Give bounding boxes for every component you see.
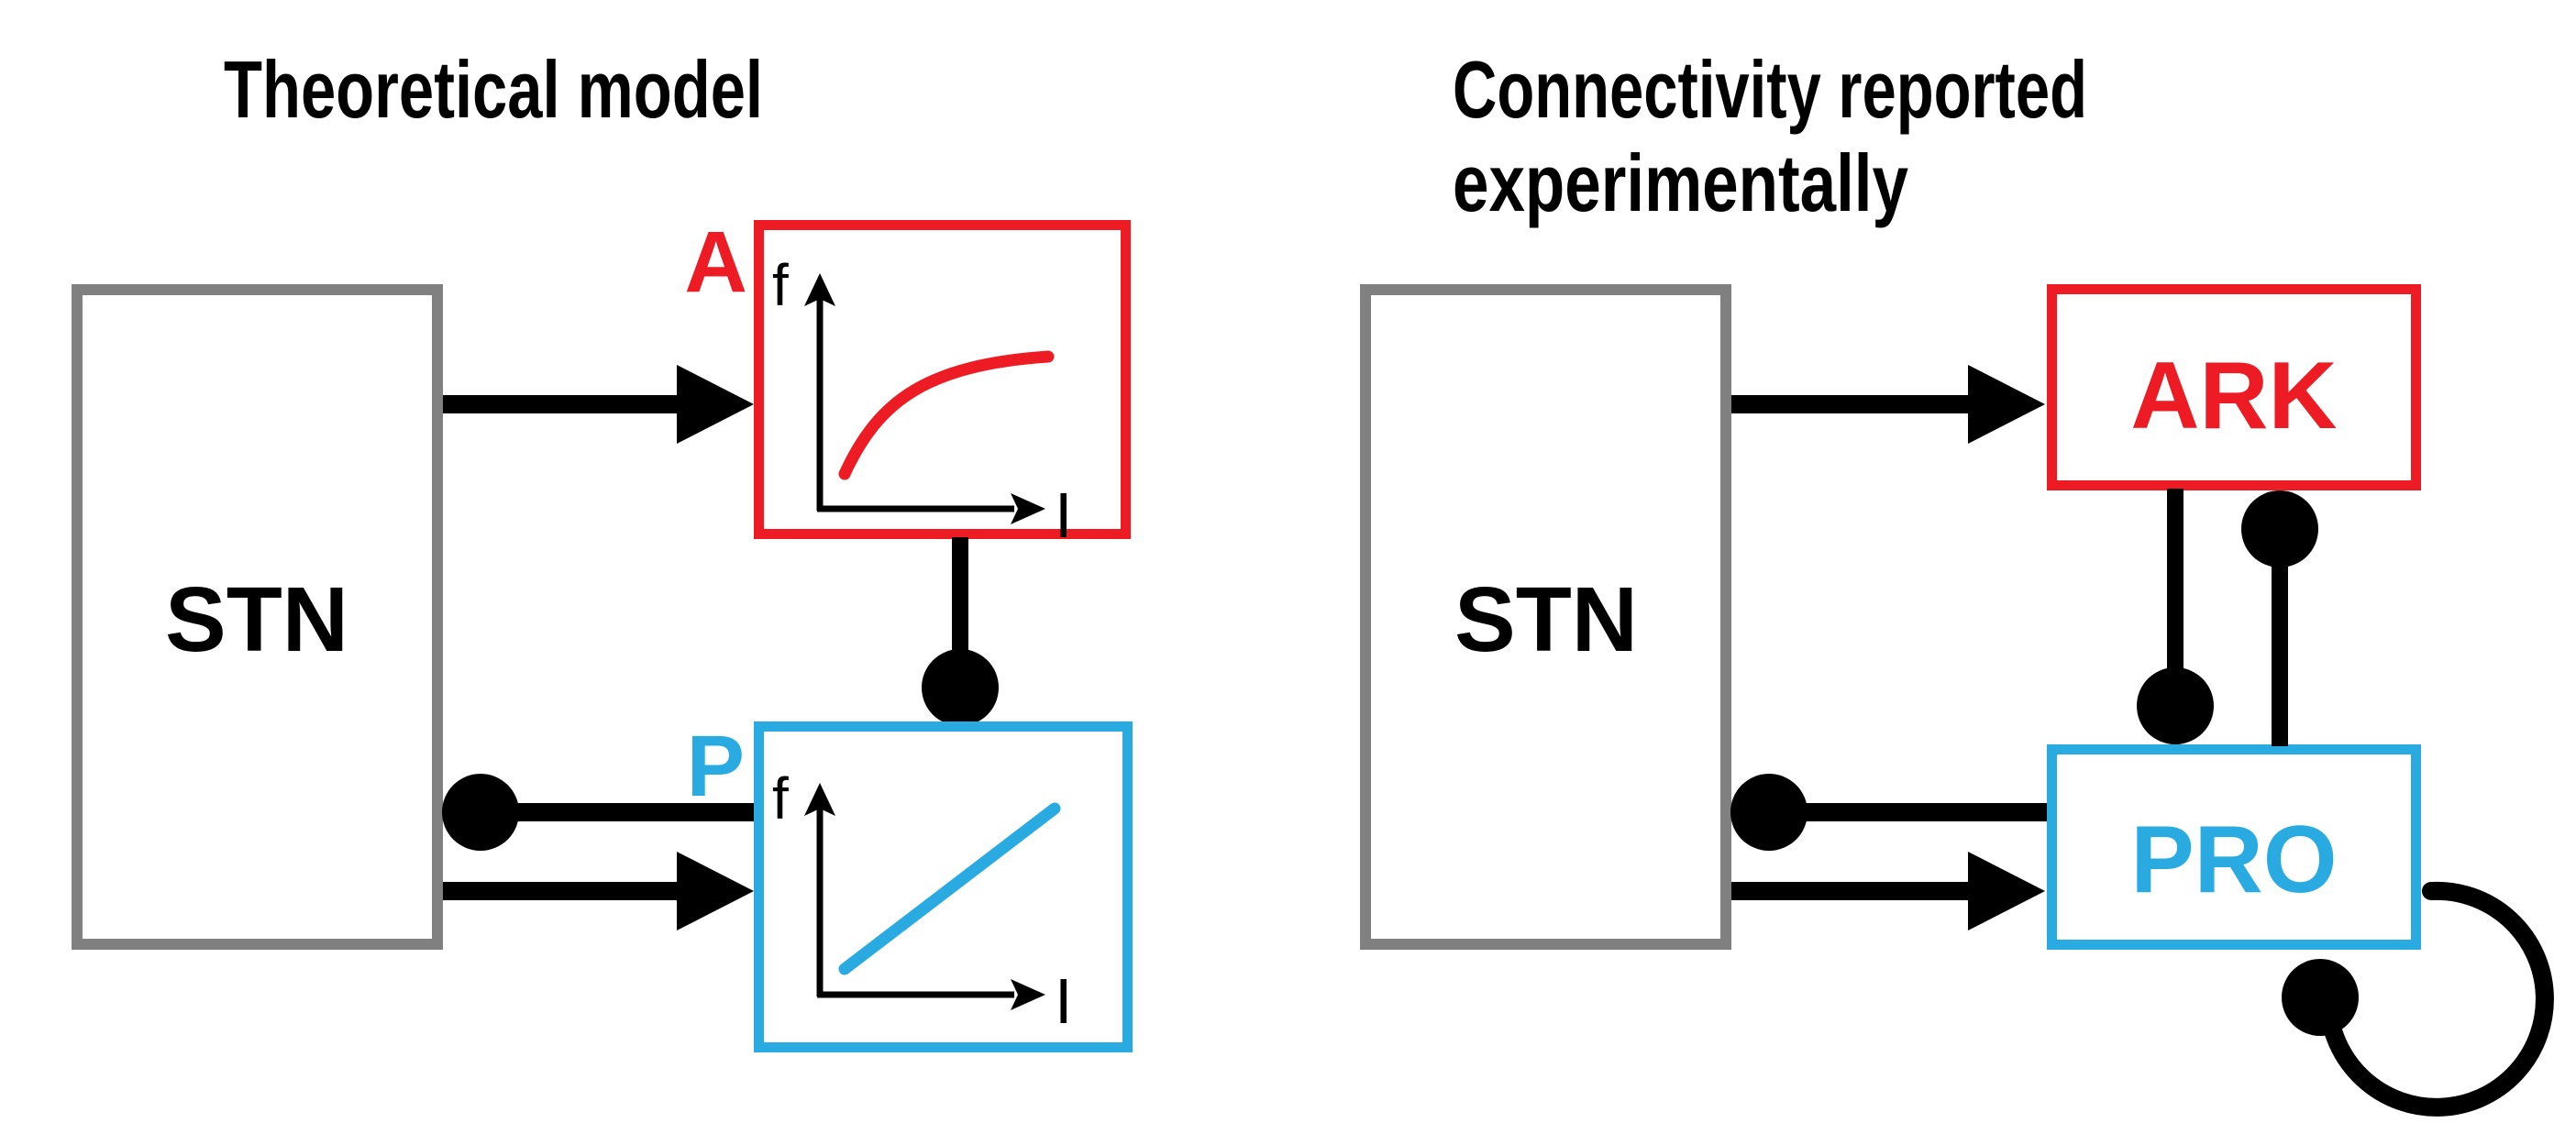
arrow-stn-to-pro-head-icon xyxy=(1968,852,2045,930)
arrow-stn-to-ark-head-icon xyxy=(1968,365,2045,444)
a-node: A f I xyxy=(684,214,1131,551)
ball-link-pro-to-ark xyxy=(2241,490,2318,746)
p-node-letter: P xyxy=(687,718,745,815)
a-fi-plot: f I xyxy=(772,252,1072,551)
arrow-stn-to-a xyxy=(443,365,754,444)
pro-node: PRO xyxy=(2047,744,2421,950)
arrow-stn-to-p-head-icon xyxy=(677,852,754,930)
ark-node-box xyxy=(2047,284,2421,490)
p-plot-y-arrowhead-icon xyxy=(804,783,835,816)
ball-link-ark-to-pro xyxy=(2137,489,2214,744)
a-plot-f-label: f xyxy=(772,252,789,318)
inhibitory-ball-icon xyxy=(2282,959,2359,1036)
p-fi-plot: f I xyxy=(772,765,1072,1037)
p-node: P f I xyxy=(687,718,1133,1052)
stn-box-right xyxy=(1360,284,1731,950)
right-panel-title-line2: experimentally xyxy=(1453,138,1908,228)
p-plot-x-arrowhead-icon xyxy=(1011,979,1045,1010)
inhibitory-ball-icon xyxy=(1730,774,1808,851)
a-plot-i-label: I xyxy=(1055,479,1072,551)
a-plot-saturating-curve xyxy=(838,350,1055,480)
pro-label: PRO xyxy=(2130,807,2337,913)
pro-self-loop-arc xyxy=(2319,881,2554,1117)
ball-link-p-to-stn xyxy=(442,774,756,851)
inhibitory-ball-icon xyxy=(2241,490,2318,567)
ark-label: ARK xyxy=(2130,343,2337,449)
ball-link-pro-to-stn xyxy=(1730,774,2049,851)
stn-box-left xyxy=(72,284,443,950)
stn-label-left: STN xyxy=(165,568,348,671)
pro-node-box xyxy=(2047,744,2421,950)
a-plot-y-arrowhead-icon xyxy=(804,273,835,306)
inhibitory-ball-icon xyxy=(442,774,519,851)
ark-node: ARK xyxy=(2047,284,2421,490)
p-plot-i-label: I xyxy=(1055,965,1072,1037)
arrow-stn-to-ark xyxy=(1731,365,2045,444)
a-node-letter: A xyxy=(684,214,747,311)
right-panel: Connectivity reported experimentally STN… xyxy=(1360,44,2554,1117)
inhibitory-ball-icon xyxy=(2137,667,2214,744)
arrow-stn-to-a-head-icon xyxy=(677,365,754,444)
p-plot-linear-curve xyxy=(838,802,1061,975)
arrow-stn-to-pro xyxy=(1731,852,2045,930)
arrow-stn-to-p xyxy=(443,852,754,930)
right-panel-title-line1: Connectivity reported xyxy=(1453,44,2087,135)
left-panel-title: Theoretical model xyxy=(224,44,763,135)
p-plot-f-label: f xyxy=(772,765,789,831)
stn-label-right: STN xyxy=(1454,568,1638,671)
inhibitory-ball-icon xyxy=(922,649,999,726)
ball-link-a-to-p xyxy=(922,537,999,726)
left-panel: Theoretical model STN A xyxy=(72,44,1133,1052)
pro-self-loop xyxy=(2282,881,2554,1117)
a-plot-x-arrowhead-icon xyxy=(1011,493,1045,524)
